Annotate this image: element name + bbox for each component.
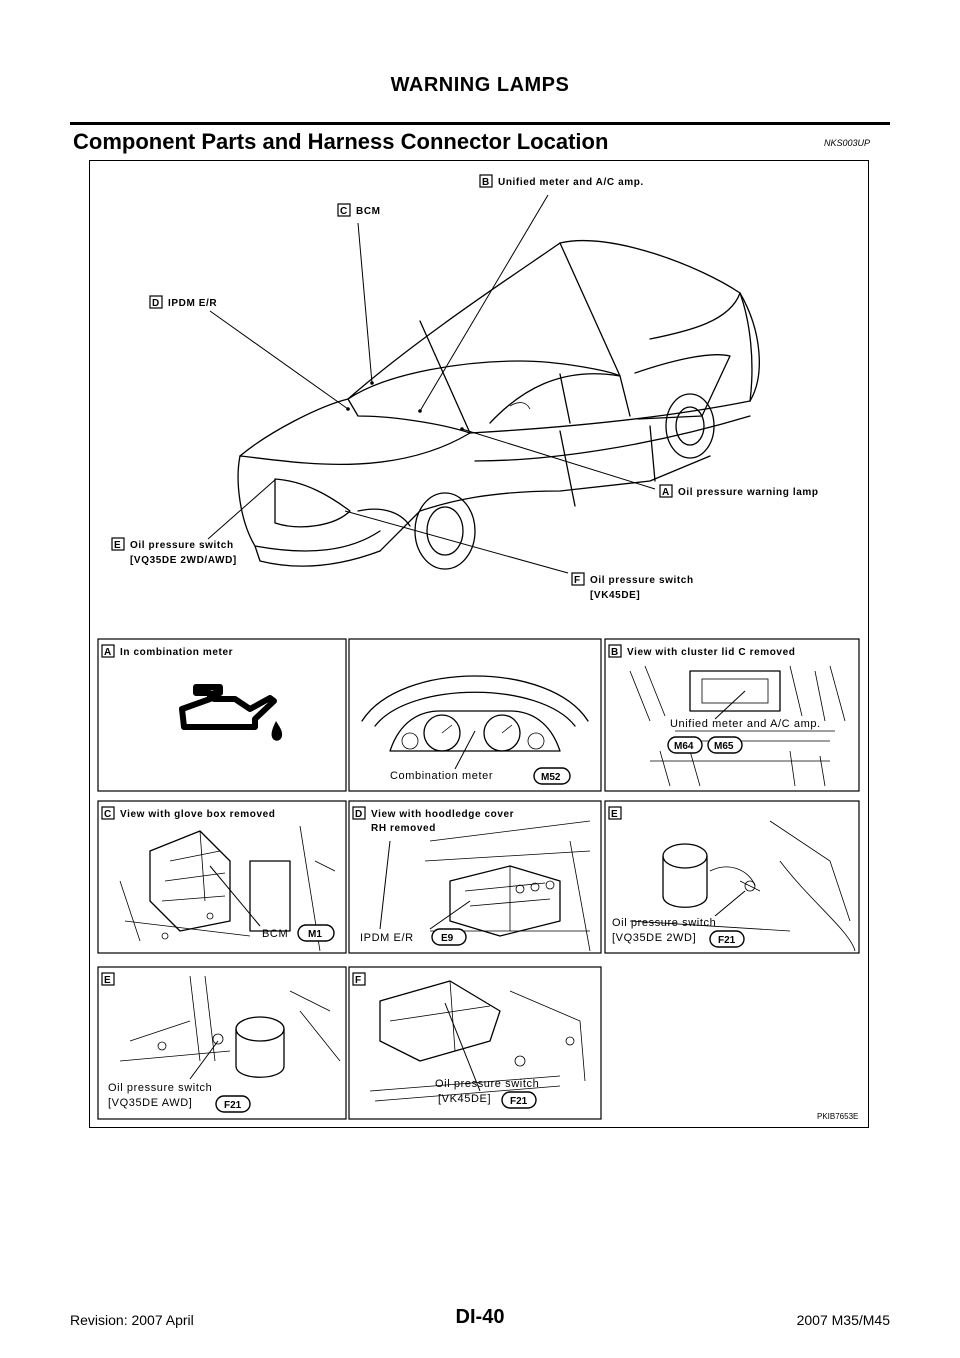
glove-box-area-illustration <box>119 825 336 952</box>
oil-filter-2wd-illustration <box>629 820 856 952</box>
figure-id: PKIB7653E <box>817 1112 858 1121</box>
svg-text:B: B <box>482 177 489 188</box>
footer-model: 2007 M35/M45 <box>796 1312 890 1328</box>
panel-e-2wd-line2: [VQ35DE 2WD] <box>612 932 696 944</box>
callout-oil-warning-lamp: A Oil pressure warning lamp <box>659 484 819 498</box>
svg-text:[VK45DE]: [VK45DE] <box>590 590 640 601</box>
connector-e9: E9 <box>431 928 467 946</box>
connector-m64: M64 <box>667 736 703 754</box>
panel-c-label: BCM <box>262 928 288 940</box>
svg-text:F21: F21 <box>510 1096 528 1107</box>
oil-filter-awd-illustration <box>119 975 341 1080</box>
svg-text:Oil pressure switch: Oil pressure switch <box>130 540 234 551</box>
section-title: Component Parts and Harness Connector Lo… <box>73 129 609 154</box>
vk45de-engine-illustration <box>369 980 586 1102</box>
panel-b <box>604 638 860 792</box>
callout-oil-switch-vk45de: F Oil pressure switch [VK45DE] <box>571 572 694 601</box>
connector-m1: M1 <box>297 924 335 942</box>
callout-bcm: C BCM <box>337 203 381 217</box>
panel-e-awd <box>97 966 347 1120</box>
panel-a <box>97 638 347 792</box>
svg-text:Unified meter and A/C amp.: Unified meter and A/C amp. <box>498 177 644 188</box>
connector-m52: M52 <box>533 767 571 785</box>
callout-ipdm: D IPDM E/R <box>149 295 217 309</box>
svg-text:F: F <box>574 575 580 586</box>
panel-f-key: F <box>352 972 366 986</box>
svg-text:B: B <box>611 647 618 658</box>
svg-text:E: E <box>611 809 618 820</box>
svg-text:M52: M52 <box>541 772 561 783</box>
panel-d-label: IPDM E/R <box>360 932 414 944</box>
panel-b-key: B View with cluster lid C removed <box>608 644 795 658</box>
callout-oil-switch-vq35de: E Oil pressure switch [VQ35DE 2WD/AWD] <box>111 537 237 566</box>
panel-f-line1: Oil pressure switch <box>435 1078 539 1090</box>
svg-text:RH removed: RH removed <box>371 823 436 834</box>
svg-text:C: C <box>104 809 111 820</box>
panel-e-awd-line1: Oil pressure switch <box>108 1082 212 1094</box>
svg-text:E: E <box>114 540 121 551</box>
svg-text:M1: M1 <box>308 929 322 940</box>
car-illustration <box>237 239 760 570</box>
svg-text:Oil pressure switch: Oil pressure switch <box>590 575 694 586</box>
callout-unified-meter: B Unified meter and A/C amp. <box>479 174 644 188</box>
panel-f-line2: [VK45DE] <box>438 1093 491 1105</box>
cluster-lid-illustration <box>629 665 846 787</box>
svg-text:D: D <box>355 809 362 820</box>
svg-text:View with cluster lid C remove: View with cluster lid C removed <box>627 647 795 658</box>
svg-text:[VQ35DE 2WD/AWD]: [VQ35DE 2WD/AWD] <box>130 555 237 566</box>
header-rule <box>70 122 890 125</box>
panel-b-label: Unified meter and A/C amp. <box>670 718 821 730</box>
svg-text:A: A <box>662 487 669 498</box>
panel-f <box>348 966 602 1120</box>
panel-combination-meter <box>348 638 602 792</box>
connector-m65: M65 <box>707 736 743 754</box>
connector-f21-awd: F21 <box>215 1095 251 1113</box>
svg-text:E: E <box>104 975 111 986</box>
panel-e-awd-line2: [VQ35DE AWD] <box>108 1097 192 1109</box>
page-header: WARNING LAMPS <box>390 74 570 96</box>
panel-e-2wd-line1: Oil pressure switch <box>612 917 716 929</box>
panel-e-2wd-key: E <box>608 806 622 820</box>
svg-text:Oil pressure warning lamp: Oil pressure warning lamp <box>678 487 819 498</box>
svg-text:BCM: BCM <box>356 206 381 217</box>
combination-meter-illustration <box>361 675 589 770</box>
footer-page-number: DI-40 <box>455 1306 505 1328</box>
panel-c-key: C View with glove box removed <box>101 806 276 820</box>
svg-text:F21: F21 <box>718 935 736 946</box>
connector-f21-2wd: F21 <box>709 930 745 948</box>
svg-text:E9: E9 <box>441 933 454 944</box>
footer-revision: Revision: 2007 April <box>70 1312 194 1328</box>
oil-can-icon <box>179 684 283 741</box>
svg-text:IPDM E/R: IPDM E/R <box>168 298 217 309</box>
section-code: NKS003UP <box>824 138 871 148</box>
panel-a-key: A In combination meter <box>101 644 233 658</box>
panel-e-2wd <box>604 800 860 954</box>
panel-e-awd-key: E <box>101 972 115 986</box>
overview-leaders <box>207 194 656 574</box>
svg-text:C: C <box>340 206 347 217</box>
svg-text:M64: M64 <box>674 741 694 752</box>
svg-text:In combination meter: In combination meter <box>120 647 233 658</box>
svg-text:A: A <box>104 647 111 658</box>
combination-meter-label: Combination meter <box>390 770 493 782</box>
svg-text:View with hoodledge cover: View with hoodledge cover <box>371 809 514 820</box>
svg-text:M65: M65 <box>714 741 734 752</box>
ipdm-area-illustration <box>379 820 591 952</box>
panel-d <box>348 800 602 954</box>
svg-text:F21: F21 <box>224 1100 242 1111</box>
panel-d-key: D View with hoodledge cover RH removed <box>352 806 514 834</box>
svg-text:View with glove box removed: View with glove box removed <box>120 809 276 820</box>
svg-text:F: F <box>355 975 361 986</box>
svg-text:D: D <box>152 298 159 309</box>
connector-f21-vk45de: F21 <box>501 1091 537 1109</box>
component-location-figure: B Unified meter and A/C amp. C BCM D IPD… <box>89 160 869 1128</box>
